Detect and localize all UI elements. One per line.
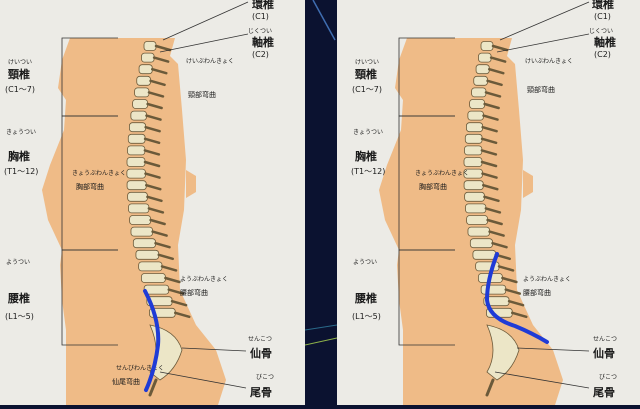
c2-ruby: じくつい (589, 28, 613, 35)
cervical-ruby: けいつい (8, 59, 32, 66)
sacrum-ruby: せんこつ (593, 336, 617, 343)
sacrum-ruby: せんこつ (248, 336, 272, 343)
vertebra (128, 204, 148, 213)
vertebra (129, 123, 145, 132)
vertebra (135, 88, 149, 97)
c1-label: 環椎 (252, 0, 274, 11)
vertebra (127, 146, 144, 155)
cervical-range: (C1〜7) (5, 85, 35, 94)
coccyx-ruby: びこつ (599, 373, 617, 381)
vertebra (464, 158, 482, 167)
cervical-ruby: けいつい (355, 59, 379, 66)
thoracic-label: 胸椎 (8, 149, 30, 163)
vertebra (136, 250, 159, 259)
spine-figure: 環椎 (C1) じくつい 軸椎 (C2) けいつい 頸椎 (C1〜7) きょうつ… (0, 0, 305, 405)
cervical-label: 頸椎 (8, 67, 30, 81)
thoracic-curve-label: 胸部弯曲 (419, 182, 447, 191)
thoracic-ruby: きょうつい (6, 129, 36, 136)
spine-diagram-highlighted: 環椎 (C1) じくつい 軸椎 (C2) けいつい 頸椎 (C1〜7) きょうつ… (337, 0, 640, 405)
sacral-curve-ruby: せんびわんきょく (116, 364, 164, 372)
sacrum-label: 仙骨 (593, 346, 615, 360)
lumbar-curve-label: 腰部弯曲 (523, 288, 551, 297)
thoracic-range: (T1〜12) (4, 167, 38, 176)
c1-range: (C1) (252, 12, 269, 21)
lumbar-ruby: ようつい (6, 259, 30, 266)
c2-range: (C2) (594, 50, 611, 59)
chest-shape (186, 170, 196, 198)
cervical-range: (C1〜7) (352, 85, 382, 94)
cervical-curve-ruby: けいぶわんきょく (186, 58, 234, 65)
vertebra (464, 146, 481, 155)
center-divider (305, 0, 337, 405)
vertebra (142, 53, 155, 62)
lumbar-label: 腰椎 (7, 291, 30, 305)
c1-label: 環椎 (592, 0, 614, 11)
vertebra (128, 192, 148, 201)
thoracic-label: 胸椎 (355, 149, 377, 163)
cervical-curve-ruby: けいぶわんきょく (525, 58, 573, 65)
vertebra (470, 239, 492, 248)
vertebra (133, 239, 155, 248)
coccyx-label: 尾骨 (249, 386, 272, 399)
c2-label: 軸椎 (252, 35, 274, 49)
cervical-curve-label: 頸部弯曲 (527, 85, 555, 94)
vertebra (468, 227, 490, 236)
vertebra (479, 53, 492, 62)
vertebra (472, 88, 486, 97)
vertebra (481, 42, 493, 51)
cervical-label: 頸椎 (355, 67, 377, 81)
lumbar-curve-label: 腰部弯曲 (180, 288, 208, 297)
vertebra (464, 181, 483, 190)
lumbar-range: (L1〜5) (5, 312, 34, 321)
lumbar-curve-ruby: ようぶわんきょく (180, 276, 228, 283)
vertebra (466, 123, 482, 132)
thoracic-ruby: きょうつい (353, 129, 383, 136)
c2-label: 軸椎 (594, 35, 616, 49)
spine-figure: 環椎 (C1) じくつい 軸椎 (C2) けいつい 頸椎 (C1〜7) きょうつ… (337, 0, 640, 405)
vertebra (127, 169, 146, 178)
thoracic-range: (T1〜12) (351, 167, 385, 176)
lumbar-label: 腰椎 (354, 291, 377, 305)
vertebra (139, 262, 162, 271)
sacrum-label: 仙骨 (250, 346, 272, 360)
c1-range: (C1) (594, 12, 611, 21)
vertebra (131, 111, 147, 120)
lumbar-ruby: ようつい (353, 259, 377, 266)
coccyx-ruby: びこつ (256, 373, 274, 381)
vertebra (137, 76, 151, 85)
vertebra (133, 100, 148, 109)
vertebra (481, 285, 506, 294)
lumbar-curve-ruby: ようぶわんきょく (523, 276, 571, 283)
vertebra (141, 274, 165, 283)
c2-range: (C2) (252, 50, 269, 59)
thoracic-curve-label: 胸部弯曲 (76, 182, 104, 191)
vertebra (476, 65, 489, 74)
c2-ruby: じくつい (248, 28, 272, 35)
vertebra (465, 192, 485, 201)
thoracic-curve-ruby: きょうぶわんきょく (415, 170, 469, 177)
thoracic-curve-ruby: きょうぶわんきょく (72, 170, 126, 177)
vertebra (468, 111, 484, 120)
vertebra (474, 76, 488, 85)
vertebra (131, 227, 153, 236)
vertebra (470, 100, 485, 109)
vertebra (467, 216, 488, 225)
vertebra (465, 134, 482, 143)
vertebra (473, 250, 496, 259)
coccyx-label: 尾骨 (592, 386, 615, 399)
vertebra (127, 158, 145, 167)
lumbar-range: (L1〜5) (352, 312, 381, 321)
vertebra (128, 134, 145, 143)
spine-diagram-normal: 環椎 (C1) じくつい 軸椎 (C2) けいつい 頸椎 (C1〜7) きょうつ… (0, 0, 305, 405)
cervical-curve-label: 頸部弯曲 (188, 90, 216, 99)
vertebra (127, 181, 146, 190)
vertebra (144, 42, 156, 51)
chest-shape (523, 170, 533, 198)
vertebra (130, 216, 151, 225)
sacral-curve-label: 仙尾弯曲 (112, 377, 140, 386)
vertebra (139, 65, 152, 74)
vertebra (465, 204, 485, 213)
